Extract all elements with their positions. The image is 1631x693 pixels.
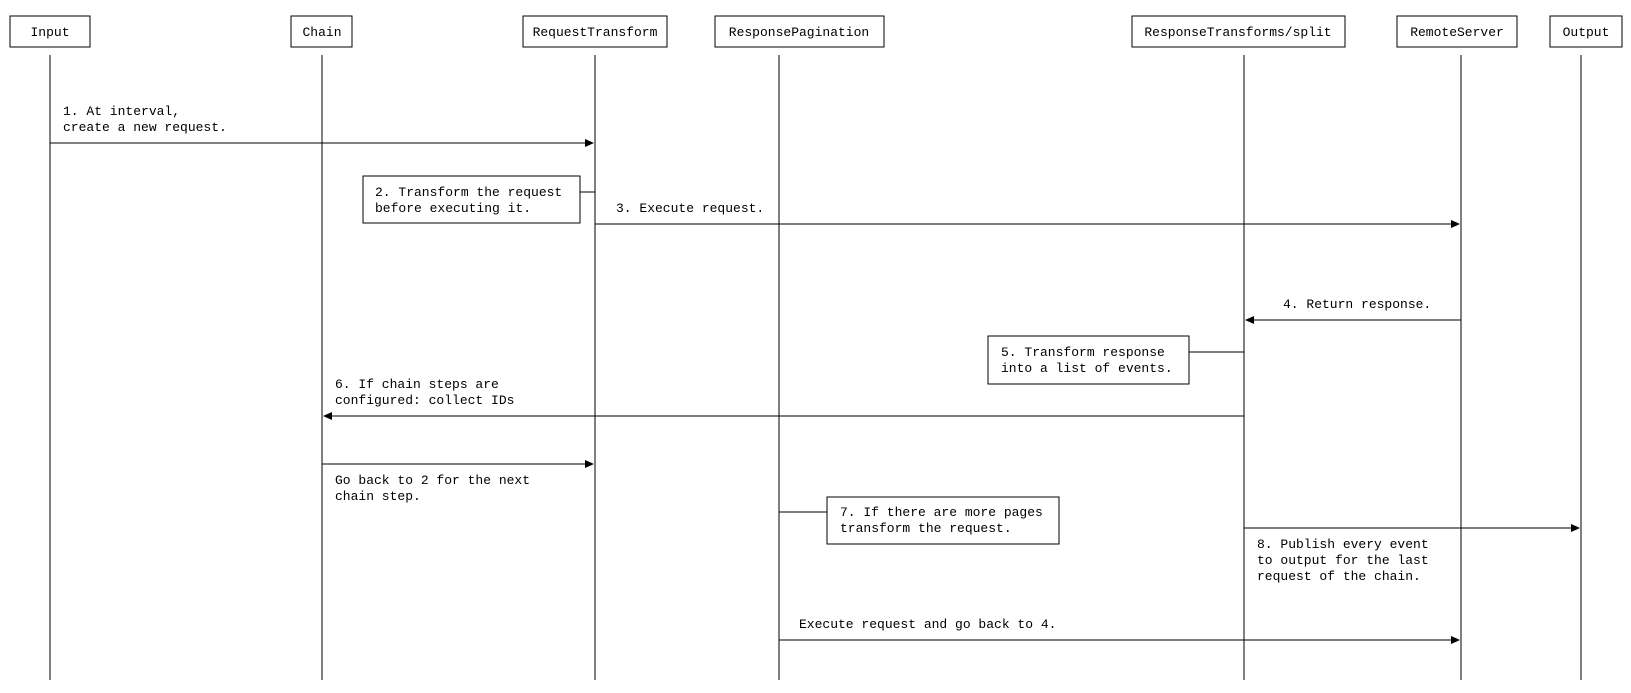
message-6-arrowhead [323, 412, 332, 420]
message-go-back-arrowhead [585, 460, 594, 468]
message-1: 1. At interval, create a new request. [50, 104, 594, 147]
lifelines [49, 55, 1582, 680]
participant-output: Output [1549, 15, 1623, 48]
message-1-label-line-2: create a new request. [63, 120, 227, 135]
note-5: 5. Transform response into a list of eve… [987, 335, 1244, 385]
participant-remote-server-label: RemoteServer [1410, 25, 1504, 40]
participant-output-label: Output [1563, 25, 1610, 40]
message-execute-again-label: Execute request and go back to 4. [799, 617, 1056, 632]
message-go-back: Go back to 2 for the next chain step. [322, 460, 594, 504]
message-3: 3. Execute request. [595, 201, 1460, 228]
message-1-arrowhead [585, 139, 594, 147]
message-6-label-line-2: configured: collect IDs [335, 393, 514, 408]
participant-remote-server: RemoteServer [1396, 15, 1518, 48]
note-2-box [362, 175, 581, 224]
participant-response-pagination: ResponsePagination [714, 15, 885, 48]
participant-response-split: ResponseTransforms/split [1131, 15, 1346, 48]
participant-response-pagination-label: ResponsePagination [729, 25, 869, 40]
message-3-label: 3. Execute request. [616, 201, 764, 216]
message-3-arrowhead [1451, 220, 1460, 228]
message-go-back-label-line-2: chain step. [335, 489, 421, 504]
note-5-line-1: 5. Transform response [1001, 345, 1165, 360]
message-4-arrowhead [1245, 316, 1254, 324]
note-2-line-2: before executing it. [375, 201, 531, 216]
participant-input-label: Input [30, 25, 69, 40]
message-8: 8. Publish every event to output for the… [1244, 524, 1580, 584]
participant-response-split-label: ResponseTransforms/split [1144, 25, 1331, 40]
message-4-label: 4. Return response. [1283, 297, 1431, 312]
note-5-box [987, 335, 1190, 385]
note-7-line-2: transform the request. [840, 521, 1012, 536]
message-1-label-line-1: 1. At interval, [63, 104, 180, 119]
participant-chain: Chain [290, 15, 353, 48]
note-7-line-1: 7. If there are more pages [840, 505, 1043, 520]
participant-request-transform-label: RequestTransform [533, 25, 658, 40]
participant-chain-label: Chain [302, 25, 341, 40]
note-7-box [826, 496, 1060, 545]
message-8-label-line-1: 8. Publish every event [1257, 537, 1429, 552]
message-4: 4. Return response. [1245, 297, 1461, 324]
participant-request-transform: RequestTransform [522, 15, 668, 48]
note-2: 2. Transform the request before executin… [362, 175, 595, 224]
message-execute-again: Execute request and go back to 4. [779, 617, 1460, 644]
message-8-label-line-2: to output for the last [1257, 553, 1429, 568]
message-6-label-line-1: 6. If chain steps are [335, 377, 499, 392]
note-7: 7. If there are more pages transform the… [779, 496, 1060, 545]
note-2-line-1: 2. Transform the request [375, 185, 562, 200]
message-execute-again-arrowhead [1451, 636, 1460, 644]
message-8-arrowhead [1571, 524, 1580, 532]
message-6: 6. If chain steps are configured: collec… [323, 377, 1244, 420]
participant-input: Input [9, 15, 91, 48]
note-5-line-2: into a list of events. [1001, 361, 1173, 376]
message-go-back-label-line-1: Go back to 2 for the next [335, 473, 530, 488]
message-8-label-line-3: request of the chain. [1257, 569, 1421, 584]
